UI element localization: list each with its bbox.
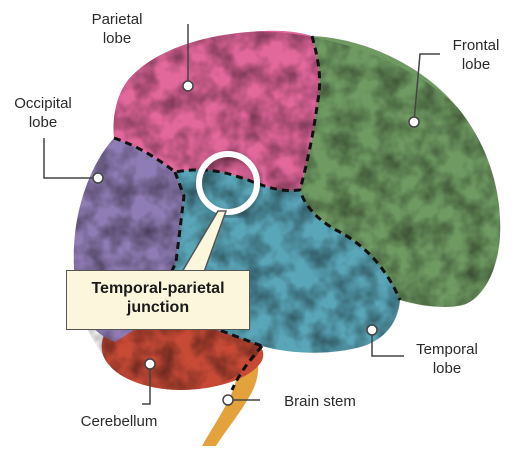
brain-stem-label: Brain stem xyxy=(270,392,370,411)
temporal-parietal-junction-callout: Temporal-parietal junction xyxy=(66,270,250,330)
cerebellum-label: Cerebellum xyxy=(64,412,174,431)
parietal-lobe-label: Parietal lobe xyxy=(80,10,154,48)
temporal-lobe-label: Temporal lobe xyxy=(404,340,490,378)
frontal-lobe-label: Frontal lobe xyxy=(440,36,512,74)
occipital-lobe-label: Occipital lobe xyxy=(4,94,82,132)
cortex-folds-texture xyxy=(74,32,500,390)
